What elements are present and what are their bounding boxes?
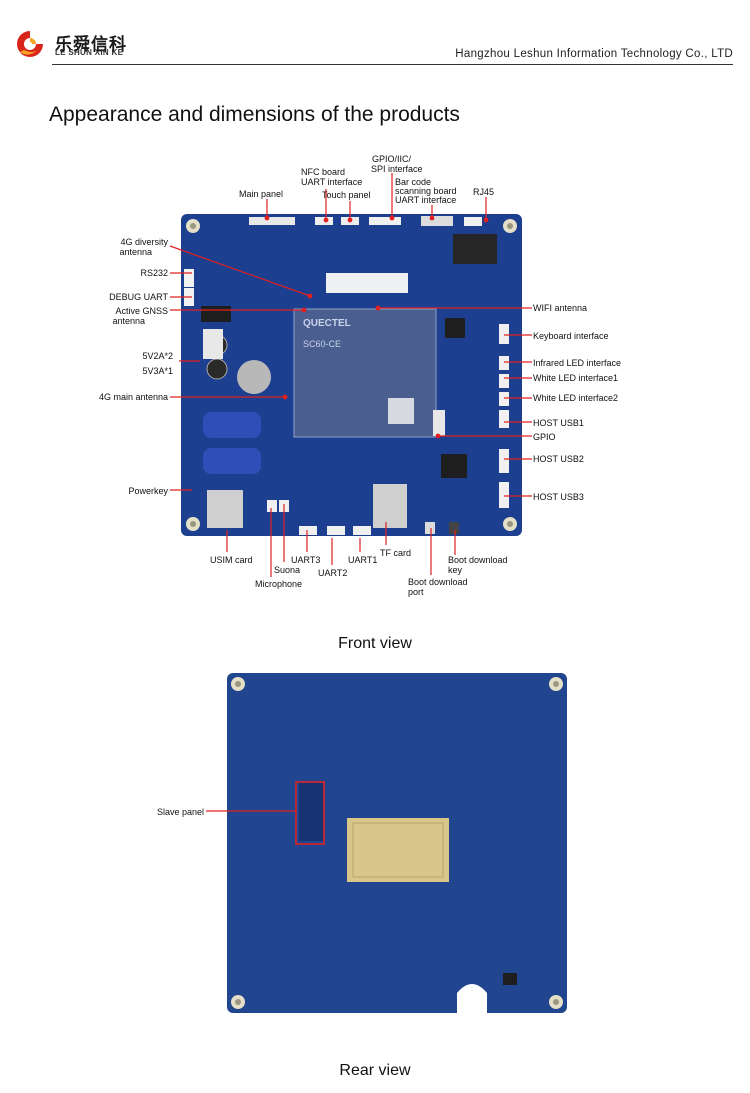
rear-board-image (227, 673, 567, 1013)
label-4g-diversity-antenna: antenna (119, 247, 152, 257)
label-4g-main-antenna: 4G main antenna (98, 392, 168, 402)
module-model-text: SC60-CE (303, 339, 341, 349)
module-brand-text: QUECTEL (303, 318, 351, 329)
label-debug-uart: DEBUG UART (109, 292, 168, 302)
label-white-led-2: White LED interface2 (533, 393, 619, 403)
label-bar-code: Bar code (395, 177, 432, 187)
label-gpio-iic: GPIO/IIC/ (372, 154, 412, 164)
page-header: 乐舜信科 LE SHUN XIN KE Hangzhou Leshun Info… (0, 0, 750, 66)
page-title: Appearance and dimensions of the product… (49, 103, 460, 126)
label-uart1: UART1 (348, 555, 378, 565)
label-microphone: Microphone (255, 579, 303, 589)
label-slave-panel: Slave panel (156, 807, 204, 817)
label-bar-code-uart-interface: UART interface (395, 195, 457, 205)
label-tf-card: TF card (380, 548, 412, 558)
rear-board-drawing (231, 677, 563, 1013)
label-5v3a: 5V3A*1 (142, 366, 173, 376)
header-divider (52, 64, 733, 65)
front-view-caption: Front view (338, 635, 412, 652)
rear-view-caption: Rear view (339, 1062, 411, 1079)
label-5v2a: 5V2A*2 (142, 351, 173, 361)
label-host-usb3: HOST USB3 (533, 492, 584, 502)
label-suona: Suona (274, 565, 301, 575)
label-spi-interface: SPI interface (371, 164, 423, 174)
front-board-drawing: QUECTEL SC60-CE (184, 216, 517, 535)
label-rj45: RJ45 (473, 187, 495, 197)
label-host-usb2: HOST USB2 (533, 454, 584, 464)
logo-chinese-text: 乐舜信科 (55, 35, 127, 54)
logo-english-text: LE SHUN XIN KE (55, 48, 124, 57)
label-boot-download-key-2: key (448, 565, 463, 575)
leshun-logo-icon (17, 31, 43, 57)
label-keyboard-interface: Keyboard interface (533, 331, 609, 341)
label-host-usb1: HOST USB1 (533, 418, 584, 428)
label-wifi-antenna: WIFI antenna (533, 303, 588, 313)
label-scanning-board: scanning board (395, 186, 457, 196)
label-boot-download-port-2: port (408, 587, 424, 597)
label-nfc-uart-interface: UART interface (301, 177, 363, 187)
label-white-led-1: White LED interface1 (533, 373, 619, 383)
label-boot-download-key: Boot download (448, 555, 508, 565)
label-uart2: UART2 (318, 568, 348, 578)
label-touch-panel: Touch panel (322, 190, 371, 200)
label-gpio: GPIO (533, 432, 556, 442)
label-gnss-antenna: antenna (112, 316, 145, 326)
label-uart3: UART3 (291, 555, 321, 565)
label-4g-diversity: 4G diversity (120, 237, 168, 247)
front-board-image: QUECTEL SC60-CE (181, 214, 522, 536)
label-boot-download-port: Boot download (408, 577, 468, 587)
label-rs232: RS232 (140, 268, 168, 278)
label-nfc-board: NFC board (301, 167, 346, 177)
label-main-panel: Main panel (239, 189, 284, 199)
label-infrared-led: Infrared LED interface (533, 358, 622, 368)
label-active-gnss: Active GNSS (115, 306, 168, 316)
label-usim-card: USIM card (210, 555, 253, 565)
label-powerkey: Powerkey (128, 486, 168, 496)
company-name: Hangzhou Leshun Information Technology C… (455, 48, 733, 60)
